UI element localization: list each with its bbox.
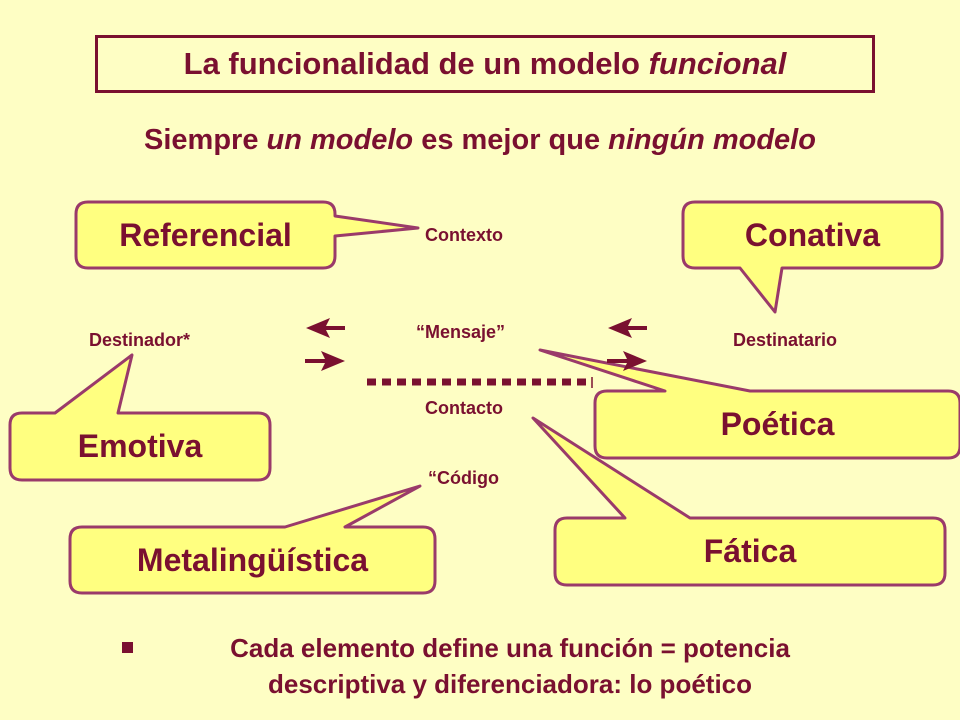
arrow-right-icon-1 [305,351,345,371]
callout-metalinguistica [68,484,437,595]
bullet-text: Cada elemento define una función = poten… [160,630,860,702]
function-fatica: Fática [703,533,797,569]
arrow-left-icon-1 [306,318,345,338]
callout-referencial [74,200,420,270]
callout-fatica [531,416,947,587]
element-mensaje: “Mensaje” [416,322,506,342]
subtitle-part2: es mejor que [413,124,609,156]
title-emphasis: funcional [648,46,787,81]
element-destinador: Destinador* [89,330,191,350]
subtitle-part1: Siempre [144,124,267,156]
function-poetica: Poética [720,406,835,442]
bullet-line2: descriptiva y diferenciadora: lo poético [267,669,753,699]
bullet-line1: Cada elemento define una función = poten… [230,633,790,663]
callout-poetica [538,348,960,460]
function-emotiva: Emotiva [77,428,203,464]
callout-conativa [681,200,944,314]
function-referencial: Referencial [119,216,292,253]
element-codigo: “Código [428,468,499,488]
subtitle: Siempre un modelo es mejor que ningún mo… [0,124,960,157]
subtitle-emphasis2: ningún modelo [608,124,816,156]
page-title: La funcionalidad de un modelo funcional [95,35,875,93]
callout-emotiva [8,353,272,482]
arrow-left-icon-2 [608,318,647,338]
element-contexto: Contexto [425,225,503,245]
element-contacto: Contacto [425,398,503,418]
bullet-marker-icon [122,642,133,653]
element-destinatario: Destinatario [733,330,838,350]
function-conativa: Conativa [744,216,881,253]
title-prefix: La funcionalidad de un modelo [183,46,649,81]
function-metalinguistica: Metalingüística [136,541,369,578]
subtitle-emphasis1: un modelo [266,124,414,156]
arrow-right-icon-2 [607,351,647,371]
